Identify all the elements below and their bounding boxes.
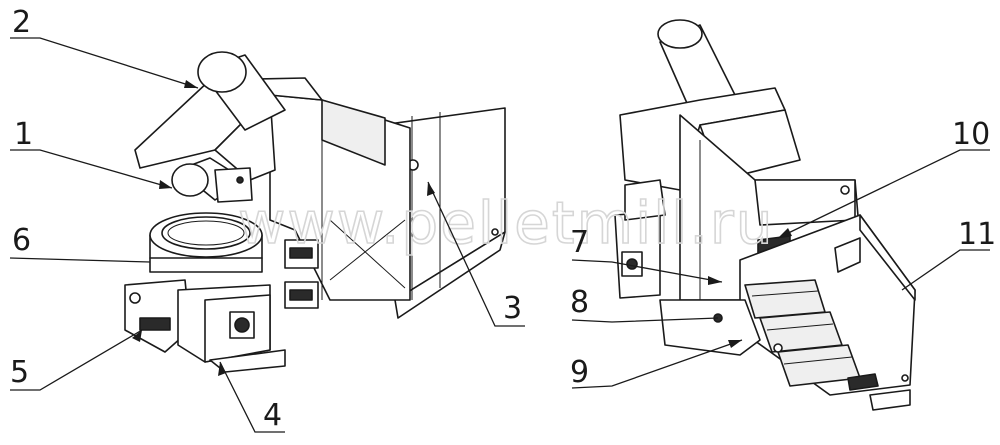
right-view-burner (614, 19, 916, 411)
leader-8 (571, 317, 719, 323)
control-box (177, 284, 286, 373)
callout-11: 11 (958, 217, 996, 252)
leader-7 (571, 259, 723, 283)
callout-3: 3 (503, 291, 522, 326)
callout-7: 7 (570, 225, 589, 260)
leader-5 (10, 329, 143, 391)
leader-9 (571, 339, 743, 389)
callout-1: 1 (14, 117, 33, 152)
callout-9: 9 (570, 355, 589, 390)
left-view-burner (124, 51, 506, 373)
grate-steps (744, 279, 879, 391)
leader-2 (10, 37, 199, 89)
leader-3 (427, 181, 525, 327)
callout-2: 2 (12, 5, 31, 40)
leader-11 (901, 249, 990, 291)
fan-tube (171, 157, 253, 203)
air-inlet-ring (149, 212, 263, 273)
leader-1 (10, 149, 173, 189)
callout-6: 6 (12, 223, 31, 258)
leader-4 (219, 361, 285, 433)
watermark: www.pelletmill.ru (238, 189, 774, 257)
leader-lines (9, 37, 990, 433)
callout-10: 10 (952, 117, 990, 152)
callout-labels: 2 1 6 5 4 3 7 8 9 10 11 (10, 5, 996, 433)
burner-housing (269, 94, 411, 309)
leader-6 (9, 257, 151, 263)
leader-10 (777, 149, 990, 239)
callout-5: 5 (10, 355, 29, 390)
feed-pipe-top (197, 51, 286, 131)
callout-4: 4 (263, 398, 282, 433)
right-control-box (614, 179, 666, 299)
callout-8: 8 (570, 285, 589, 320)
